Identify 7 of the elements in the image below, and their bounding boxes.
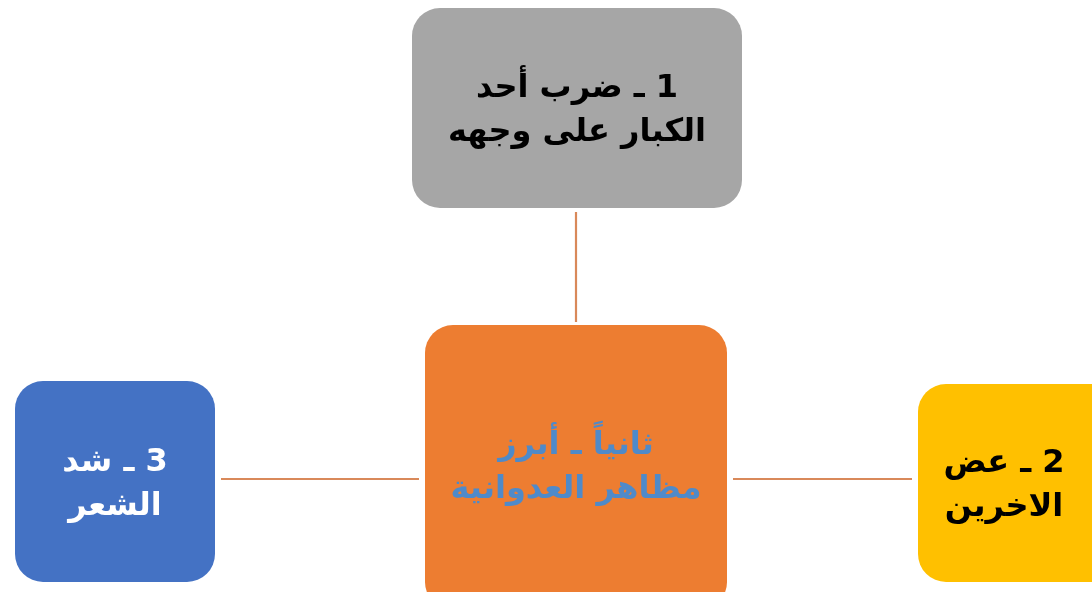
central-box: ثانياً ـ أبرز مظاهر العدوانية [425,325,727,592]
connector-line [733,477,912,481]
topic-box: 1 ـ ضرب أحد الكبار على وجهه [412,8,742,208]
connector-line [574,212,578,322]
connector-line [221,477,419,481]
topic-box: 2 ـ عض الاخرين [918,384,1092,582]
topic-box: 3 ـ شد الشعر [15,381,215,582]
